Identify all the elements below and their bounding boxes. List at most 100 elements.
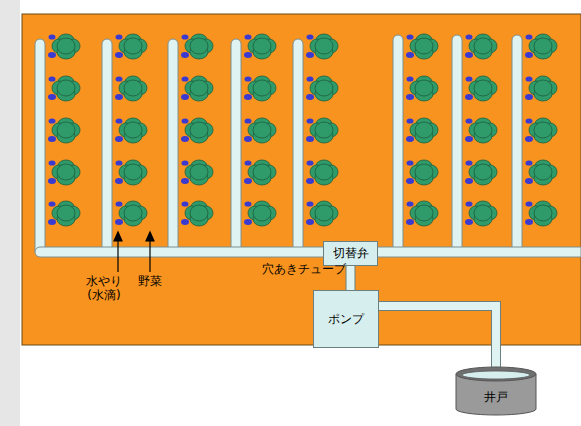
water-drop [406,219,414,225]
water-drop [465,136,473,142]
water-drop [182,34,189,39]
leaf [415,122,433,138]
leaf [190,122,208,138]
water-drop [182,76,189,81]
plant-group [48,34,557,226]
leaf [253,164,271,180]
leaf [415,164,433,180]
leaf [124,80,142,96]
vegetable [52,76,80,101]
water-drop [407,76,414,81]
perforated-tube [452,35,462,252]
leaf [474,122,492,138]
water-drop [526,118,533,123]
vegetable [310,34,338,59]
perforated-tube [168,39,178,252]
vegetable [410,76,438,101]
leaf [315,38,333,54]
leaf [190,164,208,180]
leaf [124,205,142,221]
water-drop [407,201,414,206]
water-drop [48,52,56,58]
vegetable [469,76,497,101]
vegetable [185,118,213,143]
side-strip [0,0,20,426]
leaf [315,164,333,180]
water-drop [115,178,123,184]
leaf [57,38,75,54]
water-drop [407,34,414,39]
water-drop [244,94,252,100]
leaf [57,80,75,96]
pipe-fill [379,306,496,370]
water-drop [116,118,123,123]
leaf [190,80,208,96]
leaf [57,122,75,138]
water-drop [116,34,123,39]
vegetable [185,76,213,101]
water-drop [49,76,56,81]
water-drop [49,201,56,206]
water-drop [244,136,252,142]
water-drop [244,219,252,225]
leader-line [149,238,150,272]
water-drop [466,76,473,81]
vegetable [52,34,80,59]
vegetable [248,201,276,226]
water-drop [525,178,533,184]
water-drop [48,178,56,184]
node-label: ポンプ [328,311,364,328]
water-drop [307,160,314,165]
water-drop [182,201,189,206]
water-drop [306,94,314,100]
leaf [474,164,492,180]
leaf [474,38,492,54]
field [22,14,581,345]
arrow-head [146,232,154,241]
water-drop [245,76,252,81]
water-drop [466,118,473,123]
leaf [474,205,492,221]
water-drop [49,118,56,123]
water-drop [525,52,533,58]
water-drop [306,52,314,58]
vegetable [529,160,557,185]
vegetable [119,118,147,143]
leaf [415,38,433,54]
vegetable [248,160,276,185]
vegetable [119,34,147,59]
leaf [534,205,552,221]
water-drop [115,94,123,100]
vegetable [248,34,276,59]
water-drop [245,34,252,39]
water-drop [181,94,189,100]
leaf [253,38,271,54]
water-drop [48,94,56,100]
pipe-fill [347,266,355,290]
well-water [462,371,530,379]
water-drop [465,219,473,225]
leaf [124,164,142,180]
water-drop [526,76,533,81]
vegetable [185,160,213,185]
leaf [534,38,552,54]
water-drop [525,136,533,142]
water-drop [49,160,56,165]
water-drop [466,160,473,165]
leader-line [117,238,118,272]
leaf [474,80,492,96]
perforated-tube [293,39,303,252]
vegetable [529,76,557,101]
vegetable [248,76,276,101]
leaf [190,38,208,54]
water-drop [244,52,252,58]
water-drop [116,201,123,206]
vegetable [410,118,438,143]
vegetable [410,34,438,59]
pipe-outline [379,306,496,370]
water-drop [466,201,473,206]
water-drop [466,34,473,39]
water-drop [181,52,189,58]
vegetable [529,118,557,143]
